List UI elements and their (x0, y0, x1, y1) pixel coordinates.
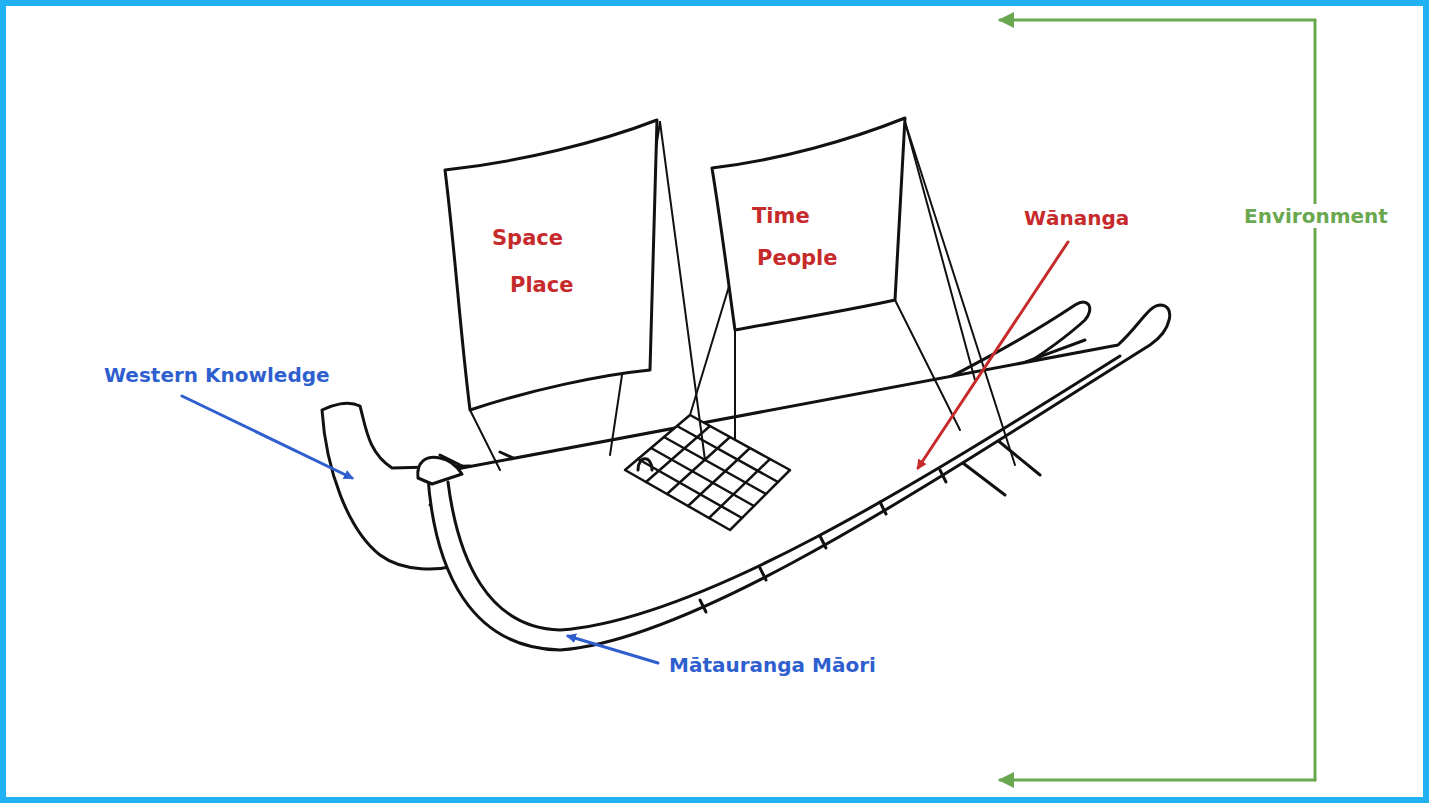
rigging (895, 300, 960, 430)
rigging (734, 330, 736, 440)
hull-rib (940, 470, 946, 482)
sail-outline (440, 112, 665, 417)
sail: TimePeople (705, 112, 915, 337)
stern-post (418, 457, 462, 484)
shelter-grid (677, 426, 778, 482)
shelter-grid (638, 459, 742, 518)
sail: SpacePlace (440, 112, 665, 417)
sail-shape (712, 118, 905, 330)
shelter-grid (667, 437, 730, 494)
sail-outline (705, 112, 915, 337)
rigging (470, 410, 500, 470)
callout-label: Environment (1240, 204, 1392, 228)
mast-step (638, 459, 652, 470)
hull-rib (760, 568, 766, 580)
hull-rib (700, 600, 706, 612)
shelter-grid (646, 426, 710, 482)
shelter-grid (651, 448, 754, 506)
sail-text: Place (510, 273, 573, 298)
environment-arrow (1000, 19, 1315, 22)
environment-bracket (1314, 20, 1317, 780)
leader-arrow (568, 636, 658, 663)
shelter (625, 415, 790, 530)
hull-rib (820, 536, 826, 548)
sail-text: People (757, 246, 838, 271)
callout-label: Western Knowledge (100, 363, 334, 387)
leader-arrow (182, 396, 352, 478)
leader-arrow (918, 242, 1068, 468)
rigging (660, 122, 705, 460)
front-hull-line (448, 356, 1120, 630)
hull-rib (880, 502, 886, 514)
environment-arrow (1000, 779, 1315, 782)
callout-label: Wānanga (1020, 206, 1133, 230)
callout-label: Mātauranga Māori (665, 653, 880, 677)
sail-text: Space (492, 226, 563, 251)
rigging (905, 122, 1015, 465)
sail-text: Time (752, 204, 810, 229)
sail-shape (445, 120, 657, 410)
